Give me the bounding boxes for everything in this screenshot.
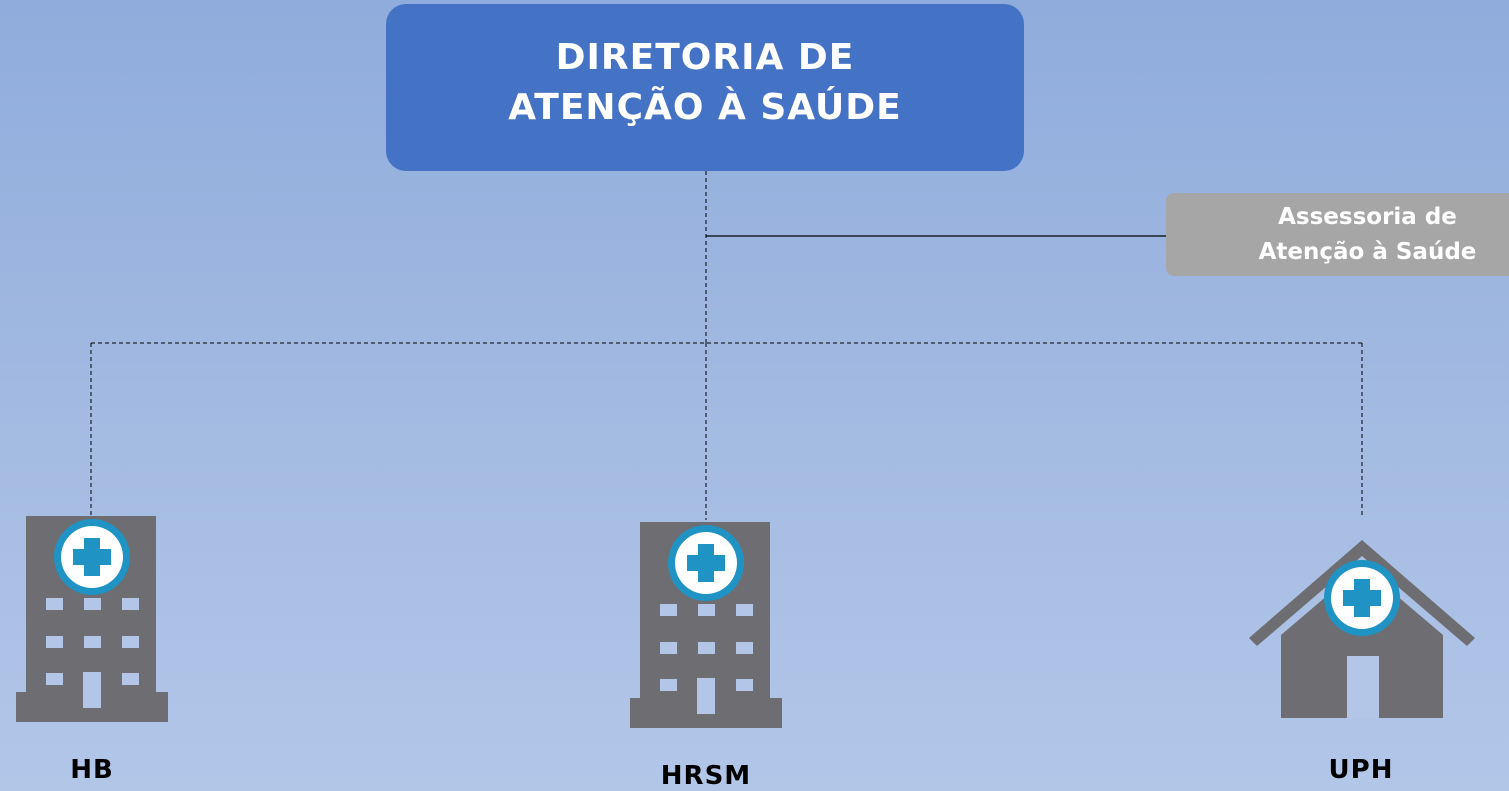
unit-label-hb: HB [70,755,114,785]
unit-label-uph: UPH [1328,755,1394,785]
diretoria-label: DIRETORIA DE ATENÇÃO À SAÚDE [508,36,902,128]
health-house-icon [1249,540,1475,718]
hospital-building-icon [630,522,782,728]
unit-label-hrsm: HRSM [660,761,752,791]
assessoria-box: Assessoria de Atenção à Saúde [1166,193,1509,276]
assessoria-label: Assessoria de Atenção à Saúde [1258,203,1477,265]
hospital-building-icon [16,516,168,722]
diretoria-box: DIRETORIA DE ATENÇÃO À SAÚDE [386,4,1024,171]
